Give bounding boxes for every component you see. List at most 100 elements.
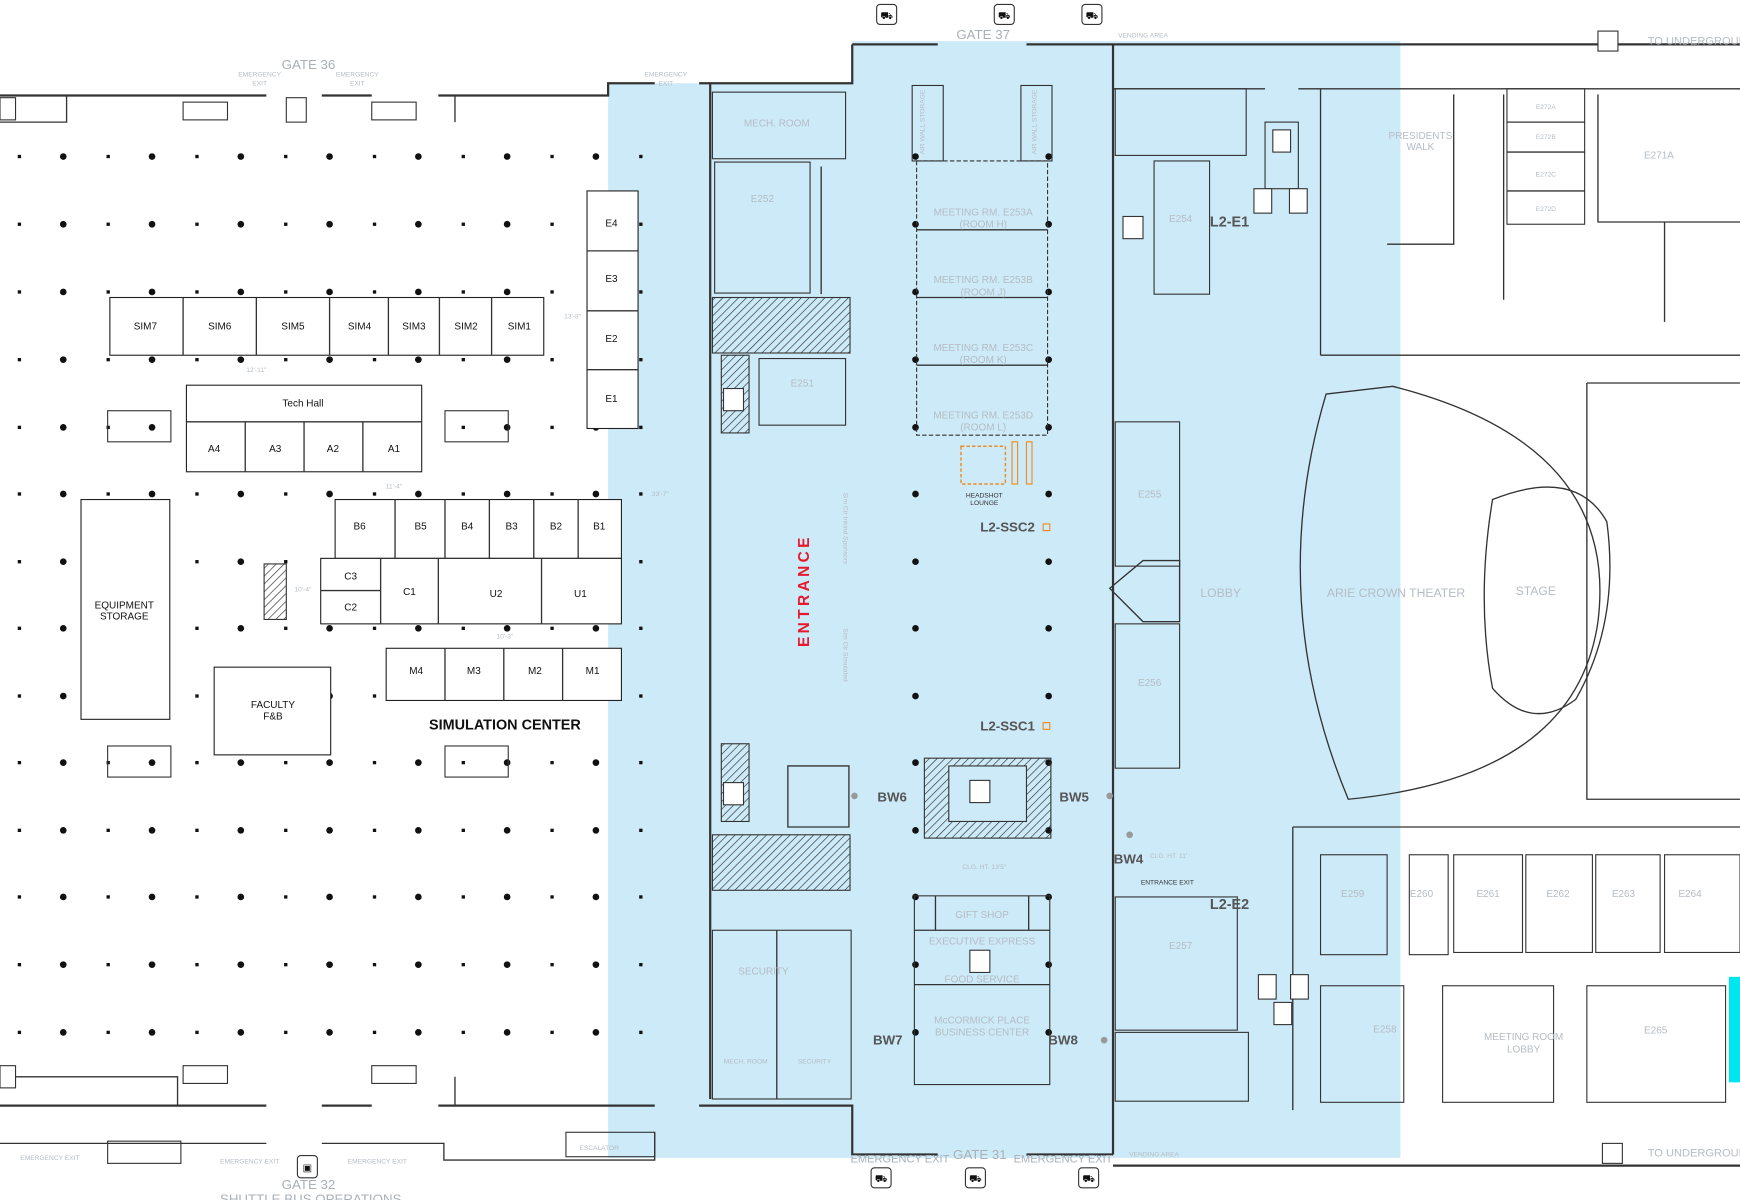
room-e253d-sub: (ROOM L) — [960, 423, 1006, 434]
faculty-fb[interactable] — [213, 666, 332, 756]
room-c3[interactable]: C3 — [344, 571, 357, 582]
room-e265[interactable]: E265 — [1644, 1025, 1668, 1036]
room-e254[interactable]: E254 — [1169, 214, 1193, 225]
executive-express[interactable]: EXECUTIVE EXPRESS — [929, 937, 1036, 948]
room-e262[interactable]: E262 — [1546, 889, 1570, 900]
room-mech-bottom[interactable]: MECH. ROOM — [724, 1058, 768, 1065]
room-e264[interactable]: E264 — [1678, 889, 1702, 900]
room-e253d[interactable]: MEETING RM. E253D — [933, 411, 1033, 422]
room-m4[interactable]: M4 — [409, 666, 423, 677]
marker-l2-e1[interactable]: L2-E1 — [1210, 214, 1249, 230]
room-b1[interactable]: B1 — [593, 522, 606, 533]
room-b5[interactable]: B5 — [414, 522, 427, 533]
room-b3[interactable]: B3 — [505, 522, 518, 533]
room-sim3[interactable]: SIM3 — [402, 322, 426, 333]
food-service: FOOD SERVICE — [945, 974, 1020, 985]
marker-bw6[interactable]: BW6 — [877, 789, 907, 804]
meeting-room-lobby[interactable]: MEETING ROOM — [1484, 1032, 1563, 1043]
marker-l2-ssc1[interactable]: L2-SSC1 — [980, 718, 1035, 733]
room-sim6[interactable]: SIM6 — [208, 322, 232, 333]
column-marker — [59, 827, 67, 834]
room-security[interactable]: SECURITY — [738, 967, 789, 978]
room-a3[interactable]: A3 — [269, 444, 282, 455]
column-marker — [592, 153, 600, 160]
marker-bw5[interactable]: BW5 — [1059, 789, 1089, 804]
business-center[interactable]: McCORMICK PLACE — [934, 1015, 1030, 1026]
column-marker — [415, 153, 422, 160]
room-e272d[interactable]: E272D — [1536, 206, 1557, 213]
marker-l2-ssc2[interactable]: L2-SSC2 — [980, 520, 1035, 535]
room-e253c[interactable]: MEETING RM. E253C — [933, 343, 1033, 354]
column-marker — [639, 962, 643, 967]
marker-bw7[interactable]: BW7 — [873, 1033, 903, 1048]
room-e259[interactable]: E259 — [1341, 889, 1365, 900]
marker-bw8[interactable]: BW8 — [1048, 1033, 1078, 1048]
arie-crown-theater[interactable]: ARIE CROWN THEATER — [1327, 586, 1466, 600]
room-e253b[interactable]: MEETING RM. E253B — [934, 275, 1033, 286]
column-marker — [1045, 961, 1052, 968]
column-marker — [461, 828, 465, 833]
column-marker — [237, 288, 245, 296]
room-e260[interactable]: E260 — [1410, 889, 1434, 900]
room-c2[interactable]: C2 — [344, 603, 357, 614]
column-marker — [284, 154, 288, 159]
room-sim4[interactable]: SIM4 — [348, 322, 372, 333]
room-e3[interactable]: E3 — [605, 274, 618, 285]
column-marker — [639, 290, 643, 294]
room-e272c[interactable]: E272C — [1536, 172, 1557, 179]
room-sim2[interactable]: SIM2 — [454, 322, 478, 333]
room-e272a[interactable]: E272A — [1536, 104, 1557, 111]
faculty-label-2: F&B — [263, 711, 283, 722]
tech-hall-label: Tech Hall — [282, 398, 323, 409]
presidents-walk[interactable]: PRESIDENTS — [1389, 131, 1453, 142]
marker-bw4[interactable]: BW4 — [1114, 852, 1144, 867]
column-marker — [17, 290, 22, 294]
column-marker — [372, 626, 377, 630]
headshot-lounge[interactable] — [960, 441, 1033, 485]
room-e258[interactable]: E258 — [1373, 1024, 1397, 1035]
room-e252[interactable]: E252 — [751, 194, 775, 205]
room-e1[interactable]: E1 — [605, 394, 618, 405]
column-marker — [195, 492, 199, 496]
room-e253a[interactable]: MEETING RM. E253A — [934, 207, 1033, 218]
headshot-label-sub: LOUNGE — [970, 500, 999, 507]
room-e256[interactable]: E256 — [1138, 678, 1162, 689]
taxi-icon: ⛟ — [964, 1167, 986, 1189]
room-e261[interactable]: E261 — [1476, 889, 1500, 900]
room-sim5[interactable]: SIM5 — [281, 322, 305, 333]
marker-l2-e2[interactable]: L2-E2 — [1210, 897, 1249, 913]
equipment-storage[interactable] — [80, 498, 171, 720]
room-e272b[interactable]: E272B — [1536, 134, 1557, 141]
room-a2[interactable]: A2 — [327, 444, 340, 455]
room-e251[interactable]: E251 — [791, 378, 815, 389]
room-e263[interactable]: E263 — [1612, 889, 1636, 900]
room-a1[interactable]: A1 — [388, 444, 401, 455]
room-m1[interactable]: M1 — [586, 666, 600, 677]
room-sim7[interactable]: SIM7 — [134, 322, 158, 333]
room-u1[interactable]: U1 — [574, 589, 587, 600]
gift-shop[interactable]: GIFT SHOP — [955, 910, 1009, 921]
room-security-2[interactable]: SECURITY — [798, 1058, 832, 1065]
stage-label[interactable]: STAGE — [1516, 584, 1556, 598]
room-m3[interactable]: M3 — [467, 666, 481, 677]
room-e4[interactable]: E4 — [605, 218, 618, 229]
column-marker — [1045, 893, 1052, 901]
column-marker — [550, 290, 554, 294]
room-a4[interactable]: A4 — [208, 444, 221, 455]
room-u2[interactable]: U2 — [490, 589, 503, 600]
room-sim1[interactable]: SIM1 — [508, 322, 532, 333]
room-m2[interactable]: M2 — [528, 666, 542, 677]
room-e271a[interactable]: E271A — [1644, 151, 1674, 162]
room-b6[interactable]: B6 — [353, 522, 366, 533]
room-e257[interactable]: E257 — [1169, 941, 1193, 952]
column-marker — [550, 492, 554, 496]
room-b4[interactable]: B4 — [461, 522, 474, 533]
room-mech[interactable]: MECH. ROOM — [744, 119, 810, 130]
lobby-label[interactable]: LOBBY — [1200, 586, 1241, 600]
room-e255[interactable]: E255 — [1138, 489, 1162, 500]
room-e2[interactable]: E2 — [605, 334, 618, 345]
room-b2[interactable]: B2 — [550, 522, 563, 533]
column-marker — [17, 358, 22, 362]
room-c1[interactable]: C1 — [403, 587, 416, 598]
